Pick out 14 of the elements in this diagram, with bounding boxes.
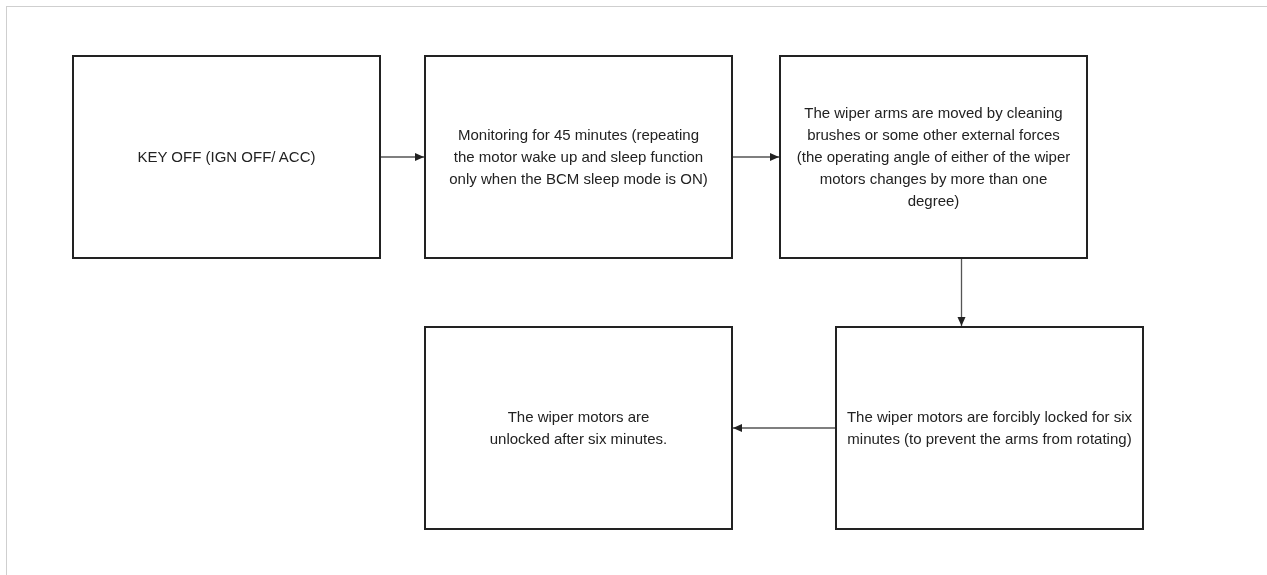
process-box bbox=[72, 55, 381, 259]
box-text: The wiper motors are forcibly locked for six minutes (to prevent the arms from rotating) bbox=[845, 407, 1134, 449]
arrow bbox=[380, 153, 425, 161]
box-text: KEY OFF (IGN OFF/ ACC) bbox=[136, 147, 317, 167]
box-text: Monitoring for 45 minutes (repeating the motor wake up and sleep function only when the BCM sleep mode is ON) bbox=[448, 125, 709, 189]
arrow bbox=[732, 153, 780, 161]
process-box bbox=[835, 326, 1144, 530]
process-box bbox=[424, 326, 733, 530]
box-text: The wiper motors are unlocked after six minutes. bbox=[488, 407, 669, 449]
box-text: The wiper arms are moved by cleaning brushes or some other external forces (the operating angle of either of the wiper motors changes by more than one degree) bbox=[795, 103, 1072, 211]
process-box bbox=[424, 55, 733, 259]
arrow bbox=[732, 424, 836, 432]
process-box bbox=[779, 55, 1088, 259]
arrow bbox=[957, 258, 966, 327]
